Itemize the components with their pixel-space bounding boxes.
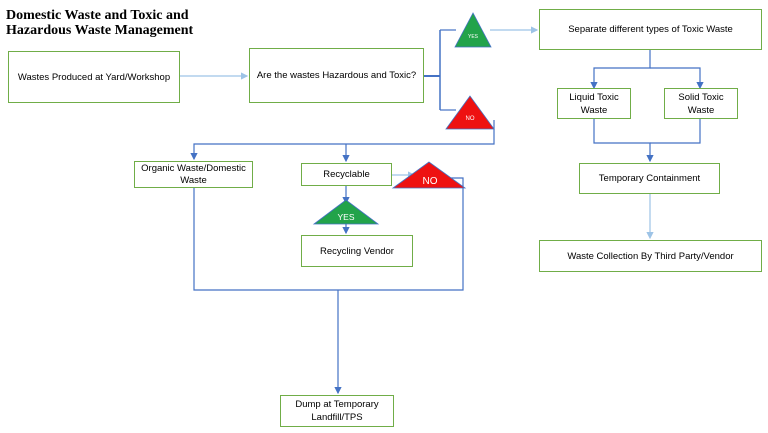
- connector-solid-to-containment: [650, 119, 701, 144]
- node-recycling-vendor: Recycling Vendor: [301, 235, 413, 267]
- yes-label-recycle: YES: [337, 212, 355, 222]
- connector-no-recycle-loop: [193, 177, 464, 291]
- node-liquid-toxic: Liquid Toxic Waste: [557, 88, 631, 119]
- node-hazardous-question: Are the wastes Hazardous and Toxic?: [249, 48, 424, 103]
- diagram-title: Domestic Waste and Toxic and Hazardous W…: [6, 8, 193, 38]
- node-temporary-containment: Temporary Containment: [579, 163, 720, 194]
- no-triangle-recycle: [391, 161, 467, 189]
- node-organic-domestic: Organic Waste/Domestic Waste: [134, 161, 253, 188]
- node-waste-collection: Waste Collection By Third Party/Vendor: [539, 240, 762, 272]
- title-line-2: Hazardous Waste Management: [6, 23, 194, 38]
- node-wastes-produced: Wastes Produced at Yard/Workshop: [8, 51, 180, 103]
- yes-triangle-recycle: [312, 199, 380, 225]
- yes-label-top: YES: [467, 34, 478, 40]
- no-label-top: NO: [465, 116, 475, 122]
- node-solid-toxic: Solid Toxic Waste: [664, 88, 738, 119]
- connector-no-to-domestic: [190, 120, 495, 161]
- connector-separate-solid: [650, 67, 704, 90]
- node-dump-landfill: Dump at Temporary Landfill/TPS: [280, 395, 394, 427]
- connector-liquid-to-containment: [593, 119, 654, 163]
- connector-separate-branch: [590, 50, 651, 90]
- node-separate-toxic: Separate different types of Toxic Waste: [539, 9, 762, 50]
- no-triangle-top: [445, 95, 495, 130]
- no-label-recycle: NO: [422, 176, 438, 187]
- node-recyclable: Recyclable: [301, 163, 392, 186]
- title-line-1: Domestic Waste and Toxic and: [6, 8, 189, 23]
- yes-triangle-top: [454, 12, 492, 48]
